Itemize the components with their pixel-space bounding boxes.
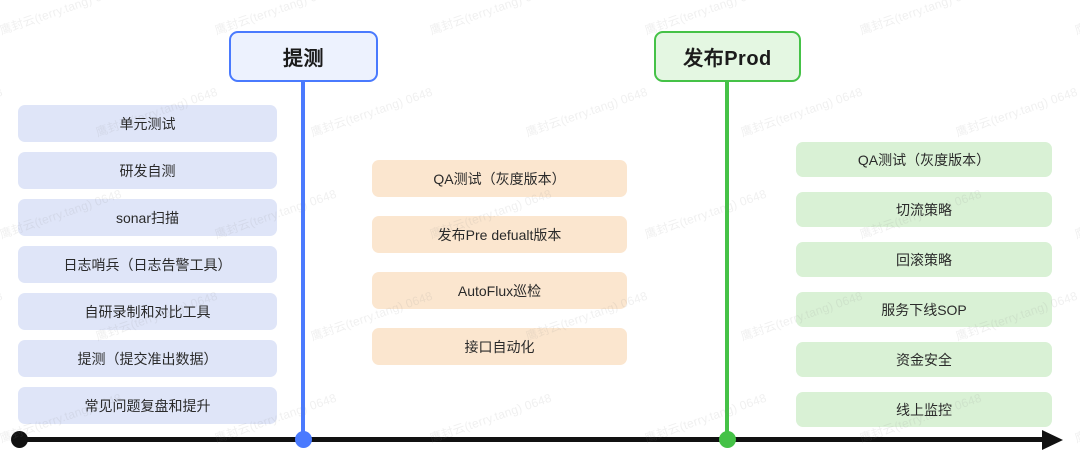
task-label: 日志哨兵（日志告警工具） bbox=[63, 256, 232, 273]
milestone-box-prod[interactable]: 发布Prod bbox=[654, 31, 801, 82]
task-card[interactable]: 提测（提交准出数据） bbox=[18, 340, 277, 377]
task-card[interactable]: 常见问题复盘和提升 bbox=[18, 387, 277, 424]
task-label: 接口自动化 bbox=[464, 338, 535, 355]
task-card[interactable]: QA测试（灰度版本） bbox=[372, 160, 627, 197]
task-label: QA测试（灰度版本） bbox=[857, 151, 991, 168]
watermark-text: 鹰封云(terry.tang) 0648 bbox=[0, 288, 5, 344]
task-label: 自研录制和对比工具 bbox=[84, 303, 211, 320]
task-card[interactable]: 自研录制和对比工具 bbox=[18, 293, 277, 330]
watermark-text: 鹰封云(terry.tang) 0648 bbox=[427, 0, 554, 38]
task-label: sonar扫描 bbox=[115, 209, 180, 226]
task-card[interactable]: 单元测试 bbox=[18, 105, 277, 142]
watermark-text: 鹰封云(terry.tang) 0648 bbox=[857, 0, 984, 38]
task-label: 研发自测 bbox=[119, 162, 176, 179]
milestone-connector-prod bbox=[725, 81, 729, 439]
timeline-start-dot bbox=[11, 431, 28, 448]
task-card[interactable]: 服务下线SOP bbox=[796, 292, 1052, 327]
task-card[interactable]: 回滚策略 bbox=[796, 242, 1052, 277]
task-card[interactable]: QA测试（灰度版本） bbox=[796, 142, 1052, 177]
timeline-axis-line bbox=[18, 437, 1050, 442]
milestone-label-prod: 发布Prod bbox=[683, 48, 772, 70]
task-column-prod: QA测试（灰度版本） 切流策略 回滚策略 服务下线SOP 资金安全 线上监控 bbox=[796, 142, 1052, 427]
task-label: 提测（提交准出数据） bbox=[77, 350, 218, 367]
watermark-text: 鹰封云(terry.tang) 0648 bbox=[0, 84, 5, 140]
task-label: AutoFlux巡检 bbox=[457, 282, 542, 299]
task-label: 资金安全 bbox=[896, 351, 952, 368]
watermark-text: 鹰封云(terry.tang) 0648 bbox=[0, 0, 124, 38]
watermark-text: 鹰封云(terry.tang) 0648 bbox=[1072, 391, 1080, 446]
watermark-text: 鹰封云(terry.tang) 0648 bbox=[1072, 187, 1080, 242]
watermark-text: 鹰封云(terry.tang) 0648 bbox=[738, 84, 865, 140]
task-card[interactable]: AutoFlux巡检 bbox=[372, 272, 627, 309]
watermark-text: 鹰封云(terry.tang) 0648 bbox=[1072, 0, 1080, 38]
watermark-text: 鹰封云(terry.tang) 0648 bbox=[308, 84, 435, 140]
task-card[interactable]: 日志哨兵（日志告警工具） bbox=[18, 246, 277, 283]
timeline-arrow-icon bbox=[1042, 430, 1063, 450]
task-label: 线上监控 bbox=[896, 401, 952, 418]
task-label: 切流策略 bbox=[896, 201, 952, 218]
task-card[interactable]: 切流策略 bbox=[796, 192, 1052, 227]
timeline-milestone-dot-prod[interactable] bbox=[719, 431, 736, 448]
task-label: 单元测试 bbox=[119, 115, 176, 132]
task-label: 常见问题复盘和提升 bbox=[84, 397, 211, 414]
watermark-text: 鹰封云(terry.tang) 0648 bbox=[642, 186, 769, 242]
task-label: 服务下线SOP bbox=[881, 301, 967, 318]
timeline-milestone-dot-test[interactable] bbox=[295, 431, 312, 448]
task-card[interactable]: 资金安全 bbox=[796, 342, 1052, 377]
task-column-dev: 单元测试 研发自测 sonar扫描 日志哨兵（日志告警工具） 自研录制和对比工具… bbox=[18, 105, 277, 424]
watermark-text: 鹰封云(terry.tang) 0648 bbox=[953, 84, 1080, 140]
task-card[interactable]: 发布Pre defualt版本 bbox=[372, 216, 627, 253]
task-card[interactable]: 接口自动化 bbox=[372, 328, 627, 365]
task-label: 发布Pre defualt版本 bbox=[437, 226, 562, 243]
task-card[interactable]: 研发自测 bbox=[18, 152, 277, 189]
milestone-box-test[interactable]: 提测 bbox=[229, 31, 378, 82]
watermark-text: 鹰封云(terry.tang) 0648 bbox=[523, 84, 650, 140]
task-column-test: QA测试（灰度版本） 发布Pre defualt版本 AutoFlux巡检 接口… bbox=[372, 160, 627, 365]
milestone-label-test: 提测 bbox=[283, 48, 324, 70]
task-label: 回滚策略 bbox=[896, 251, 952, 268]
milestone-connector-test bbox=[301, 81, 305, 439]
task-card[interactable]: 线上监控 bbox=[796, 392, 1052, 427]
task-label: QA测试（灰度版本） bbox=[433, 170, 566, 187]
task-card[interactable]: sonar扫描 bbox=[18, 199, 277, 236]
